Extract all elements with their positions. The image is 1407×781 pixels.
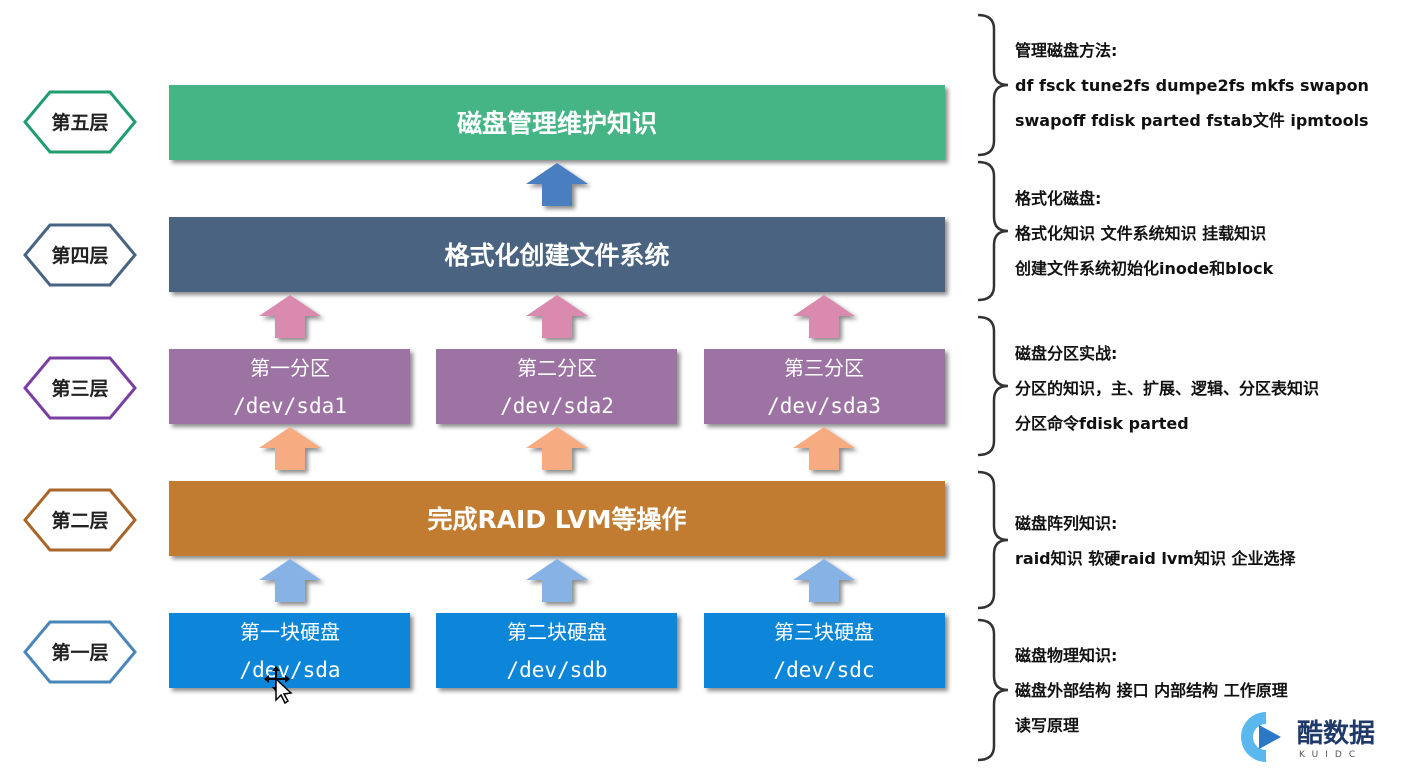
arrow-to-layer4-3: [793, 295, 855, 338]
note-layer5-line-1: 管理磁盘方法:: [1015, 41, 1117, 60]
hexagon-5: [23, 90, 137, 154]
layer-label-2: 第二层: [23, 488, 137, 552]
note-layer4-line-3: 创建文件系统初始化inode和block: [1014, 259, 1274, 278]
partition-path-3: /dev/sda3: [767, 394, 881, 418]
mouse-cursor-icon: [264, 666, 293, 705]
layer5-title: 磁盘管理维护知识: [457, 109, 657, 138]
arrow-to-layer3-3: [793, 427, 855, 470]
layer4-rect: [169, 217, 945, 292]
watermark-logo: 酷数据 KUIDC: [1241, 712, 1375, 762]
note-layer3-line-2: 分区的知识，主、扩展、逻辑、分区表知识: [1015, 379, 1319, 398]
note-layer3-line-1: 磁盘分区实战:: [1015, 344, 1117, 363]
brace-4: [977, 160, 1009, 302]
brace-3: [977, 315, 1009, 457]
partition-box-3: 第三分区 /dev/sda3: [704, 349, 945, 424]
partition-rect-2: [436, 349, 677, 424]
note-layer1: 磁盘物理知识: 磁盘外部结构 接口 内部结构 工作原理 读写原理: [1015, 646, 1288, 735]
arrow-to-layer4-1: [259, 295, 321, 338]
note-layer2-line-2: raid知识 软硬raid lvm知识 企业选择: [1015, 549, 1297, 568]
layer4-title: 格式化创建文件系统: [444, 241, 669, 270]
note-layer4-line-1: 格式化磁盘:: [1015, 189, 1101, 208]
brace-2: [977, 470, 1009, 610]
note-layer3-line-3: 分区命令fdisk parted: [1015, 414, 1189, 433]
partition-path-1: /dev/sda1: [233, 394, 347, 418]
note-layer1-line-3: 读写原理: [1015, 716, 1079, 735]
disk-path-2: /dev/sdb: [506, 658, 607, 682]
disk-name-2: 第二块硬盘: [507, 620, 607, 644]
arrow-to-layer3-1: [259, 427, 321, 470]
layer-label-4: 第四层: [23, 223, 137, 287]
partition-name-2: 第二分区: [517, 356, 597, 380]
arrow-to-layer2-3: [793, 559, 855, 602]
arrow-to-layer2-1: [259, 559, 321, 602]
hexagon-4: [23, 223, 137, 287]
note-layer5-line-3: swapoff fdisk parted fstab文件 ipmtools: [1015, 111, 1369, 130]
layer5-box: 磁盘管理维护知识: [169, 85, 945, 160]
disk-rect-3: [704, 613, 945, 688]
disk-box-3: 第三块硬盘 /dev/sdc: [704, 613, 945, 688]
partition-rect-3: [704, 349, 945, 424]
partition-path-2: /dev/sda2: [500, 394, 614, 418]
partition-box-2: 第二分区 /dev/sda2: [436, 349, 677, 424]
logo-sub-text: KUIDC: [1299, 750, 1362, 760]
arrow-to-layer2-2: [526, 559, 588, 602]
partition-name-3: 第三分区: [784, 356, 864, 380]
layer-label-4-text: 第四层: [51, 244, 108, 267]
partition-rect-1: [169, 349, 410, 424]
arrow-to-layer4-2: [526, 295, 588, 338]
disk-path-1: /dev/sda: [239, 658, 340, 682]
partition-name-1: 第一分区: [250, 356, 330, 380]
disk-rect-2: [436, 613, 677, 688]
note-layer5: 管理磁盘方法: df fsck tune2fs dumpe2fs mkfs sw…: [1015, 41, 1369, 130]
layer-label-1-text: 第一层: [51, 641, 108, 664]
disk-box-1: 第一块硬盘 /dev/sda: [169, 613, 410, 688]
layer-label-3: 第三层: [23, 356, 137, 420]
layer-label-2-text: 第二层: [51, 509, 108, 532]
disk-path-3: /dev/sdc: [773, 658, 874, 682]
logo-text: 酷数据: [1297, 719, 1375, 749]
brace-1: [977, 618, 1009, 762]
brace-5: [977, 13, 1009, 157]
layer2-rect: [169, 481, 945, 556]
note-layer1-line-1: 磁盘物理知识:: [1015, 646, 1117, 665]
layer-label-5-text: 第五层: [51, 111, 108, 134]
note-layer1-line-2: 磁盘外部结构 接口 内部结构 工作原理: [1015, 681, 1288, 700]
note-layer3: 磁盘分区实战: 分区的知识，主、扩展、逻辑、分区表知识 分区命令fdisk pa…: [1015, 344, 1319, 433]
arrow-to-layer5: [526, 163, 588, 206]
note-layer2-line-1: 磁盘阵列知识:: [1015, 514, 1117, 533]
arrow-to-layer3-2: [526, 427, 588, 470]
disk-rect-1: [169, 613, 410, 688]
disk-box-2: 第二块硬盘 /dev/sdb: [436, 613, 677, 688]
note-layer5-line-2: df fsck tune2fs dumpe2fs mkfs swapon: [1015, 76, 1369, 95]
disk-name-1: 第一块硬盘: [240, 620, 340, 644]
layer-label-1: 第一层: [23, 620, 137, 684]
disk-name-3: 第三块硬盘: [774, 620, 874, 644]
layer-label-3-text: 第三层: [51, 377, 108, 400]
layer4-box: 格式化创建文件系统: [169, 217, 945, 292]
note-layer2: 磁盘阵列知识: raid知识 软硬raid lvm知识 企业选择: [1015, 514, 1297, 568]
note-layer4-line-2: 格式化知识 文件系统知识 挂载知识: [1015, 224, 1266, 243]
note-layer4: 格式化磁盘: 格式化知识 文件系统知识 挂载知识 创建文件系统初始化inode和…: [1014, 189, 1274, 278]
layer2-box: 完成RAID LVM等操作: [169, 481, 945, 556]
hexagon-1: [23, 620, 137, 684]
hexagon-3: [23, 356, 137, 420]
hexagon-2: [23, 488, 137, 552]
logo-icon: [1241, 712, 1281, 762]
layer5-rect: [169, 85, 945, 160]
layer2-title: 完成RAID LVM等操作: [427, 505, 686, 534]
partition-box-1: 第一分区 /dev/sda1: [169, 349, 410, 424]
layer-label-5: 第五层: [23, 90, 137, 154]
